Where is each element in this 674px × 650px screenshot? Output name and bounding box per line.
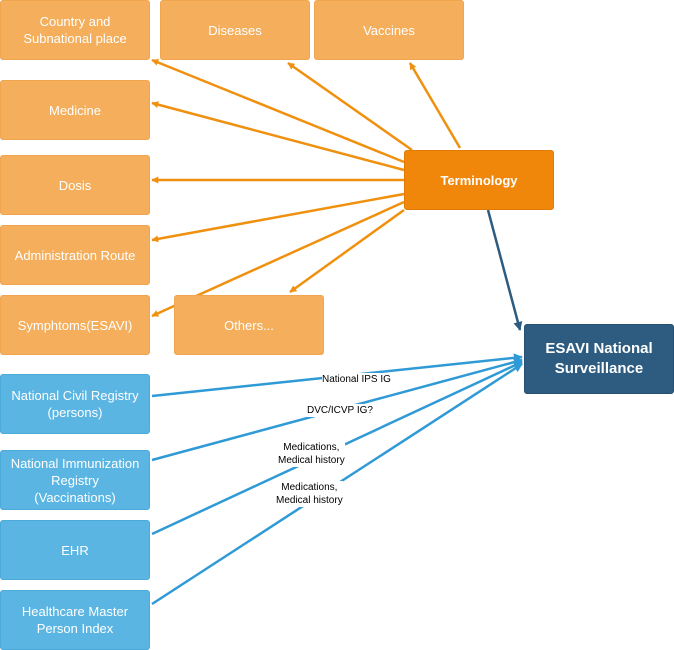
node-symptoms: Symphtoms(ESAVI) xyxy=(0,295,150,355)
node-master-person-index: Healthcare Master Person Index xyxy=(0,590,150,650)
edge-terminology-admin-route xyxy=(151,192,405,243)
node-terminology: Terminology xyxy=(404,150,554,210)
node-immunization-registry: National Immunization Registry (Vaccinat… xyxy=(0,450,150,510)
node-ehr: EHR xyxy=(0,520,150,580)
edge-terminology-others xyxy=(289,208,405,294)
edge-label-master: Medications, Medical history xyxy=(276,481,343,507)
node-country: Country and Subnational place xyxy=(0,0,150,60)
node-civil-registry: National Civil Registry (persons) xyxy=(0,374,150,434)
node-diseases: Diseases xyxy=(160,0,310,60)
node-dosis: Dosis xyxy=(0,155,150,215)
node-others: Others... xyxy=(174,295,324,355)
edge-label-ehr: Medications, Medical history xyxy=(278,441,345,467)
node-esavi-surveillance: ESAVI National Surveillance xyxy=(524,324,674,394)
edge-terminology-country xyxy=(151,58,405,164)
node-admin-route: Administration Route xyxy=(0,225,150,285)
node-vaccines: Vaccines xyxy=(314,0,464,60)
edge-terminology-esavi xyxy=(486,209,523,331)
edge-label-civil: National IPS IG xyxy=(322,373,391,386)
edge-terminology-diseases xyxy=(287,61,413,152)
edge-terminology-medicine xyxy=(151,101,405,172)
edge-label-immunization: DVC/ICVP IG? xyxy=(307,404,373,417)
node-medicine: Medicine xyxy=(0,80,150,140)
edge-terminology-vaccines xyxy=(408,62,462,149)
